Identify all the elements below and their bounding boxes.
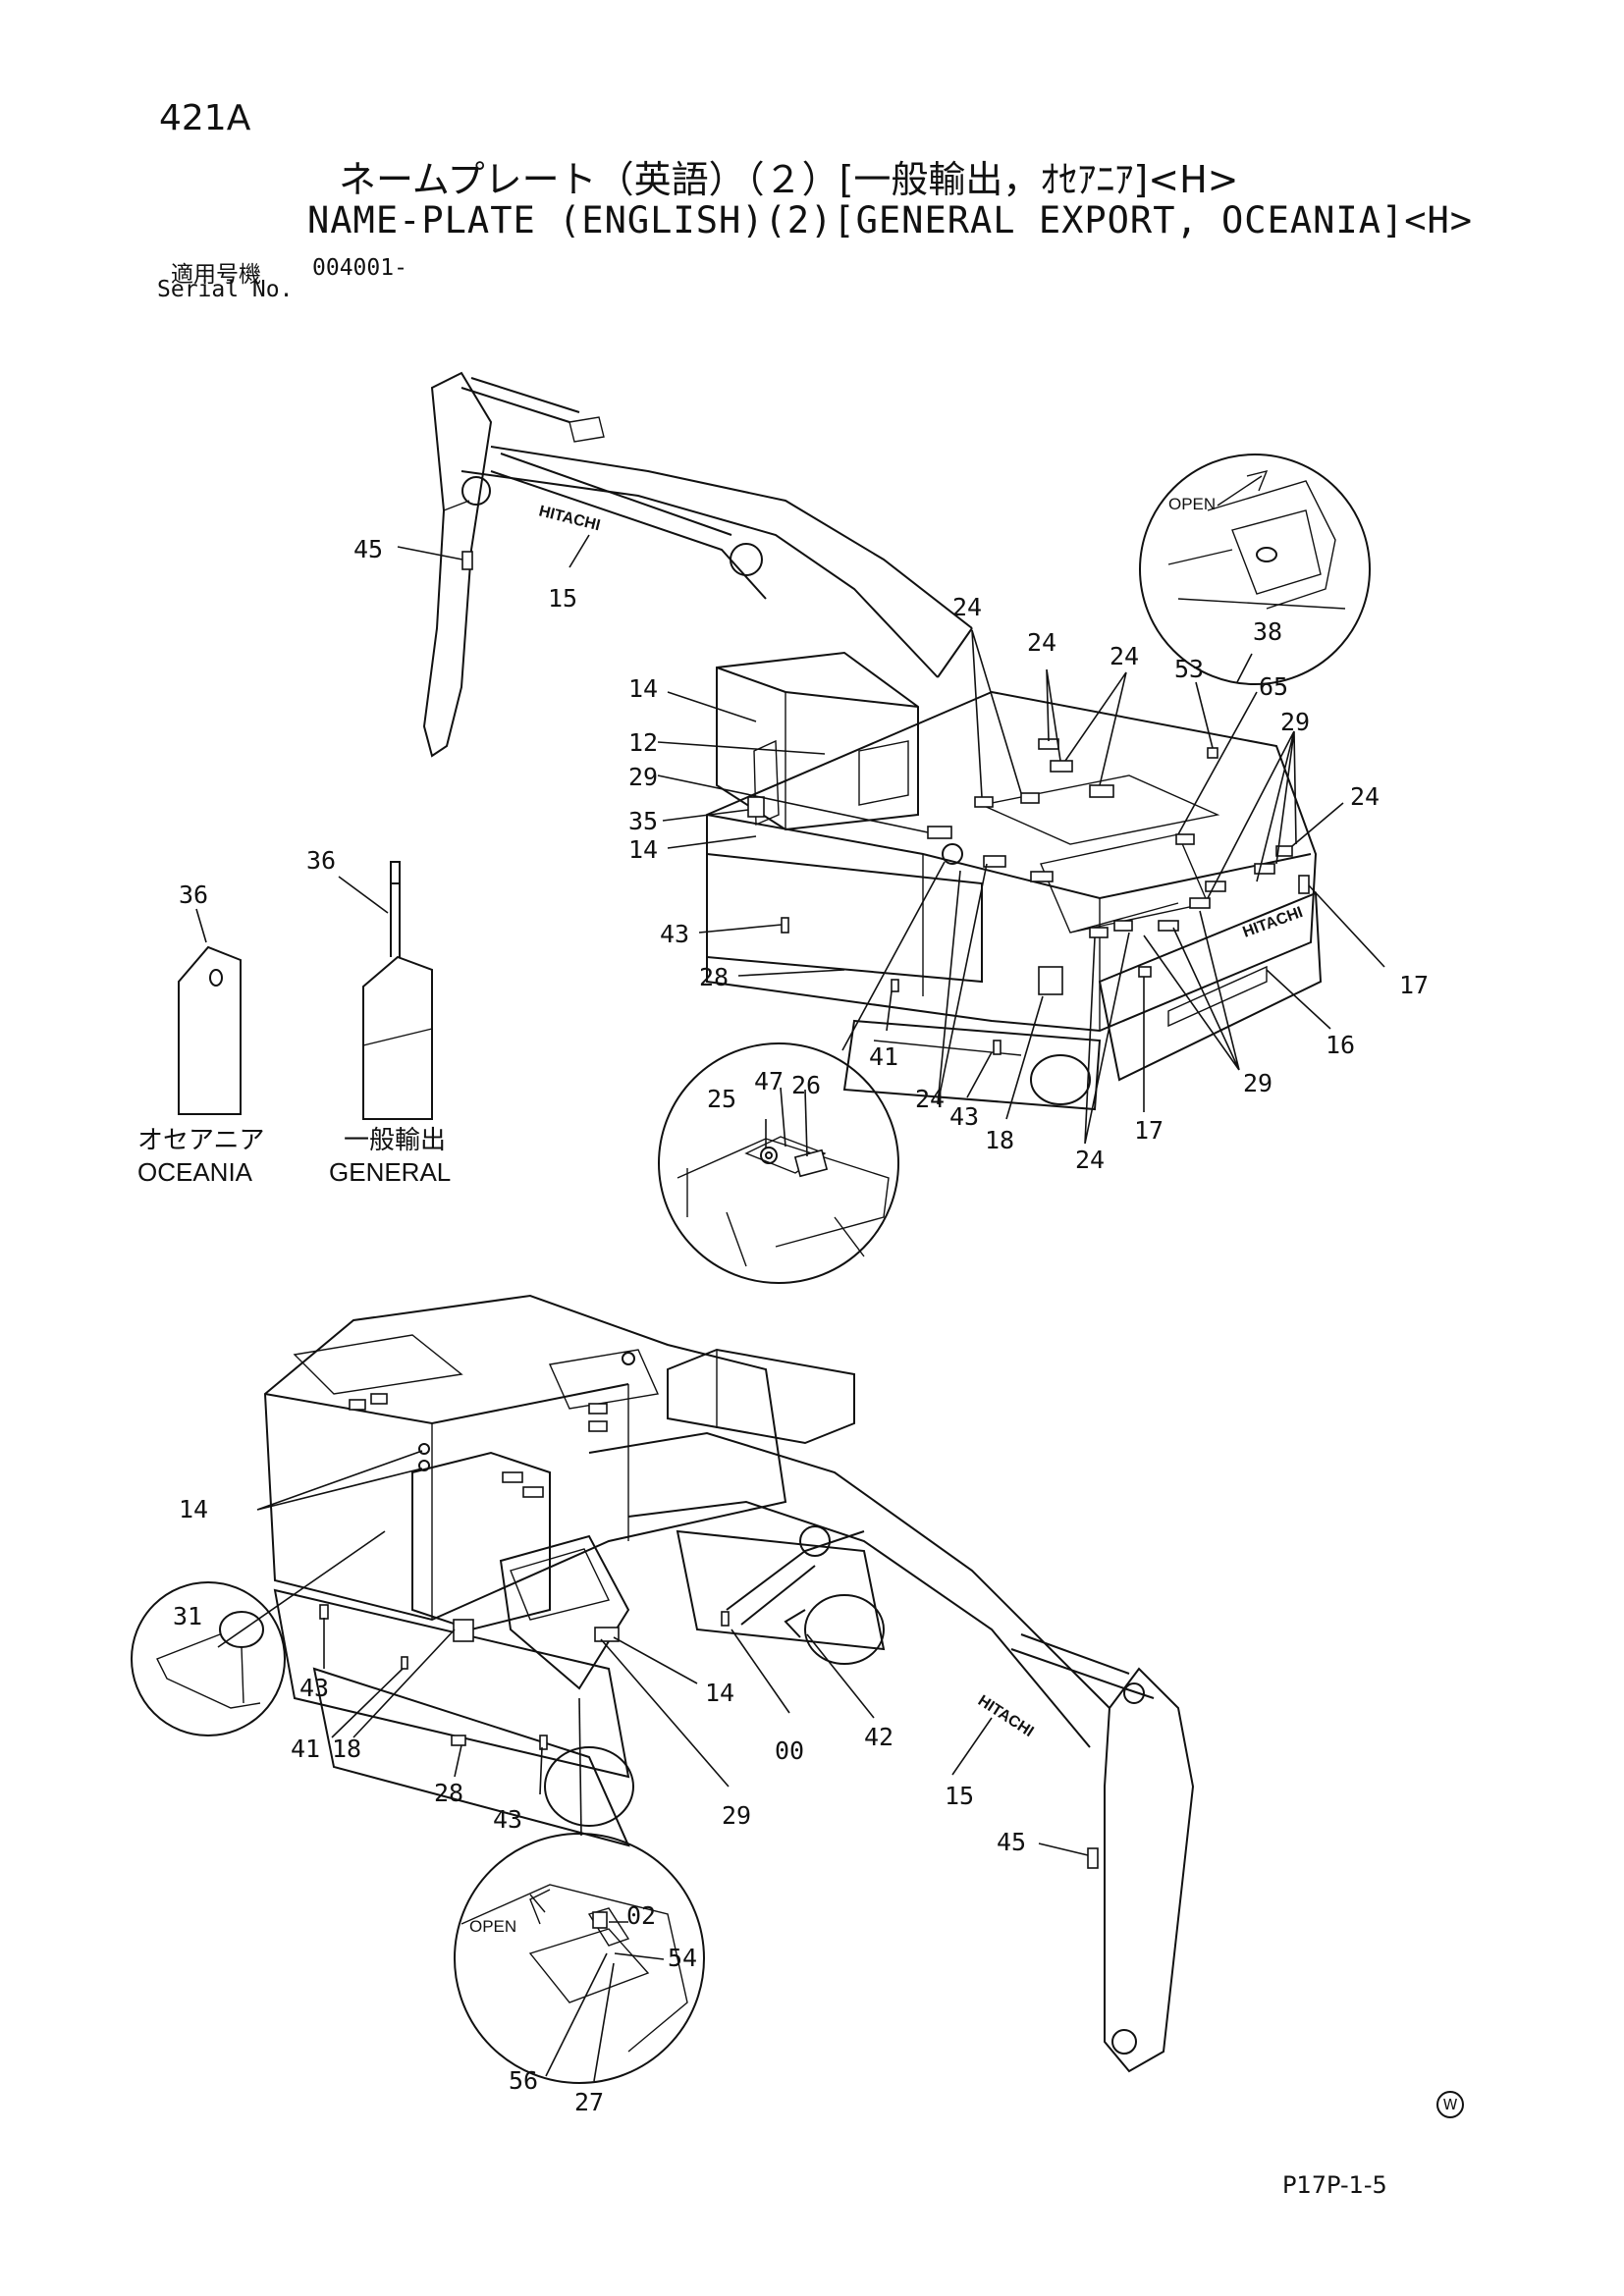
- brand-boom-top: HITACHI: [537, 503, 602, 534]
- callout-31: 31: [173, 1602, 202, 1630]
- callout-35: 35: [628, 807, 658, 835]
- callout-28: 28: [434, 1779, 463, 1807]
- inset-open-cover-bottom: OPEN: [454, 1833, 705, 2084]
- callout-42: 42: [864, 1723, 893, 1751]
- callout-56: 56: [509, 2066, 538, 2095]
- callout-29: 29: [722, 1801, 751, 1830]
- callout-24: 24: [1350, 782, 1380, 811]
- legend-general-jp: 一般輸出: [344, 1125, 446, 1154]
- leaders-bottom: [217, 1450, 1089, 2082]
- brand-boom-bottom: HITACHI: [975, 1692, 1037, 1740]
- legend-oceania-jp: オセアニア: [137, 1125, 264, 1154]
- callout-45: 45: [353, 535, 383, 563]
- callout-25: 25: [707, 1085, 736, 1113]
- callout-24: 24: [1027, 628, 1056, 657]
- callout-14: 14: [179, 1495, 208, 1523]
- callout-43: 43: [493, 1805, 522, 1834]
- inset-detail-25-26-47: [658, 1042, 899, 1284]
- serial-label-japanese: 適用号機: [171, 262, 261, 288]
- callout-43: 43: [949, 1102, 979, 1131]
- callout-24: 24: [915, 1085, 945, 1113]
- callout-38: 38: [1253, 617, 1282, 646]
- tag-oceania: 36: [178, 881, 242, 1115]
- callout-18: 18: [985, 1126, 1014, 1154]
- callout-45: 45: [997, 1828, 1026, 1856]
- callout-14: 14: [628, 674, 658, 703]
- callout-53: 53: [1174, 655, 1204, 683]
- callout-24: 24: [1110, 642, 1139, 670]
- callout-41: 41: [869, 1042, 898, 1071]
- callouts-top: 45 15 14 12 29 35 14 43 28 41 24 24 24 5…: [353, 535, 1429, 1174]
- brand-counterweight: HITACHI: [1241, 904, 1306, 941]
- callout-24: 24: [1075, 1146, 1105, 1174]
- callout-15: 15: [945, 1782, 974, 1810]
- leaders-top: [397, 534, 1385, 1157]
- tag-general: 36: [306, 846, 433, 1120]
- tag-callout-36-right: 36: [306, 846, 336, 875]
- drawing-code: P17P-1-5: [1282, 2171, 1387, 2199]
- callout-12: 12: [628, 728, 658, 757]
- callout-41: 41: [291, 1735, 320, 1763]
- callout-00: 00: [775, 1736, 804, 1765]
- callout-43: 43: [299, 1674, 329, 1702]
- legend-general-en: GENERAL: [329, 1157, 451, 1187]
- callout-18: 18: [332, 1735, 361, 1763]
- callout-15: 15: [548, 584, 577, 613]
- callout-28: 28: [699, 963, 729, 991]
- excavator-top-view: HITACHI HITACHI: [422, 371, 1323, 1111]
- callout-65: 65: [1259, 672, 1288, 701]
- inset-open-label-top: OPEN: [1168, 495, 1216, 513]
- callout-14: 14: [705, 1679, 734, 1707]
- title-japanese: ネームプレート（英語）（２）[一般輸出，ｵｾｱﾆｱ]<H>: [339, 158, 1239, 201]
- callout-26: 26: [791, 1071, 821, 1099]
- excavator-bottom-view: HITACHI: [263, 1294, 1195, 2073]
- callout-17: 17: [1399, 971, 1429, 999]
- callout-17: 17: [1134, 1116, 1164, 1145]
- serial-label-english: Serial No.: [157, 277, 294, 302]
- inset-open-label-bottom: OPEN: [469, 1917, 516, 1936]
- callout-29: 29: [628, 763, 658, 791]
- w-circle-mark: W: [1436, 2091, 1464, 2118]
- title-english: NAME-PLATE (ENGLISH)(2)[GENERAL EXPORT, …: [307, 199, 1474, 241]
- callout-47: 47: [754, 1067, 784, 1095]
- callout-29: 29: [1280, 708, 1310, 736]
- callout-24: 24: [952, 593, 982, 621]
- callout-02: 02: [626, 1901, 656, 1930]
- serial-number-value: 004001-: [312, 255, 407, 281]
- callout-16: 16: [1326, 1031, 1355, 1059]
- tag-callout-36-left: 36: [179, 881, 208, 909]
- callout-29: 29: [1243, 1069, 1272, 1097]
- page-number: 421A: [159, 98, 251, 138]
- callout-43: 43: [660, 920, 689, 948]
- legend-oceania-en: OCEANIA: [137, 1157, 253, 1187]
- callout-27: 27: [574, 2088, 604, 2116]
- inset-detail-31: [131, 1581, 286, 1736]
- inset-open-cover-top: OPEN: [1139, 454, 1371, 685]
- callouts-bottom: 14 31 43 41 18 28 43 14 29 00 42 15 45 0…: [173, 1495, 1026, 2116]
- callout-14: 14: [628, 835, 658, 864]
- decal-45-top: [461, 551, 473, 570]
- callout-54: 54: [668, 1944, 697, 1972]
